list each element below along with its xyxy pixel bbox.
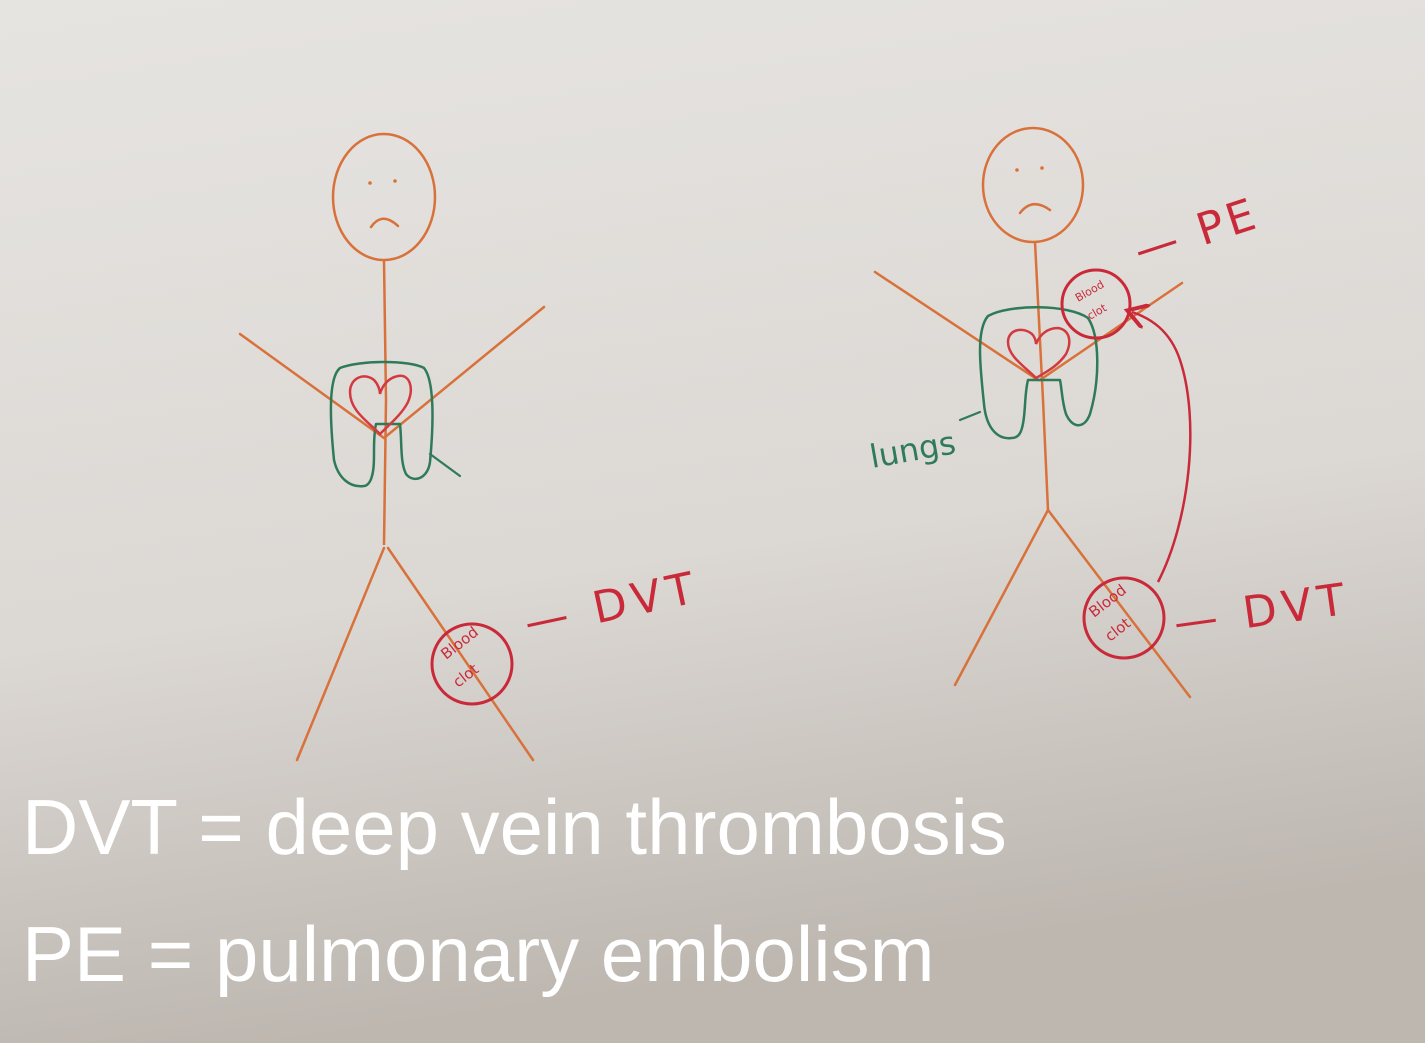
caption-dvt-definition: DVT = deep vein thrombosis <box>22 788 1007 866</box>
caption-pe-definition: PE = pulmonary embolism <box>22 915 935 993</box>
left-eye <box>368 181 372 185</box>
left-eye <box>393 179 397 183</box>
right-eye <box>1015 168 1019 172</box>
right-eye <box>1040 166 1044 170</box>
